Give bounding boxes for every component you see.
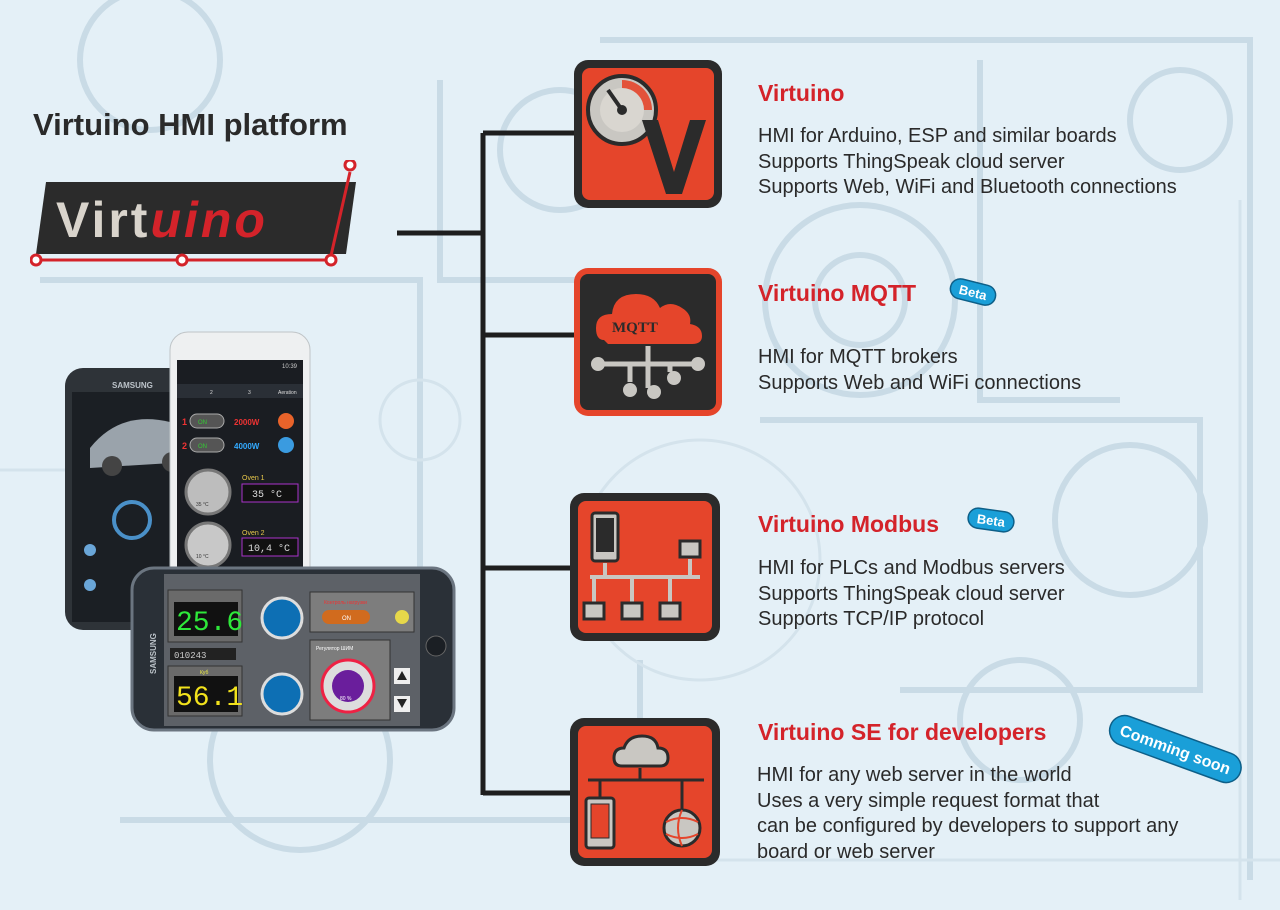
coming-soon-badge: Comming soon xyxy=(1108,714,1242,784)
phone-tab-3: Aeration xyxy=(278,390,297,396)
switch-2-power: 4000W xyxy=(234,442,260,451)
oven-2-dial: 10 °C xyxy=(196,554,209,560)
beta-badge-label: Beta xyxy=(976,511,1007,530)
product-desc-virtuino: HMI for Arduino, ESP and similar boards … xyxy=(758,124,1177,201)
display-1: 25.6 xyxy=(176,608,243,639)
web-server-icon xyxy=(578,726,712,858)
desc-line: HMI for Arduino, ESP and similar boards xyxy=(758,125,1117,147)
product-title-se: Virtuino SE for developers xyxy=(758,719,1047,745)
desc-line: Uses a very simple request format that xyxy=(757,789,1100,812)
beta-badge-label: Beta xyxy=(957,282,989,304)
switch-1-state: ON xyxy=(198,420,207,426)
virtuino-logo: Virtuino xyxy=(30,160,357,267)
pwm-value: 80 % xyxy=(340,696,352,702)
logo-text-part1: Virt xyxy=(56,192,150,248)
oven-2-name: Oven 2 xyxy=(242,530,265,537)
phone-time: 10:39 xyxy=(282,364,298,370)
label-load-control: Контроль нагрузки xyxy=(324,600,367,606)
desc-line: Supports Web, WiFi and Bluetooth connect… xyxy=(758,176,1177,198)
label-pwm: Регулятор ШИМ xyxy=(316,646,353,652)
product-desc-se: HMI for any web server in the world Uses… xyxy=(757,763,1178,865)
product-title-modbus: Virtuino Modbus xyxy=(758,511,940,537)
mqtt-cloud-icon: MQTT xyxy=(580,274,716,410)
switch-1-power: 2000W xyxy=(234,418,260,427)
oven-1-value: 35 °C xyxy=(252,489,282,501)
desc-line: Supports TCP/IP protocol xyxy=(758,608,985,630)
svg-text:MQTT: MQTT xyxy=(612,320,658,336)
desc-line: Supports Web and WiFi connections xyxy=(758,371,1082,394)
desc-line: board or web server xyxy=(757,840,935,863)
beta-badge-modbus: Beta xyxy=(967,507,1015,533)
desc-line: Supports ThingSpeak cloud server xyxy=(758,150,1065,173)
load-switch-state: ON xyxy=(342,616,351,622)
desc-line: HMI for MQTT brokers xyxy=(758,346,958,368)
desc-line: can be configured by developers to suppo… xyxy=(757,815,1179,837)
display-2: 56.1 xyxy=(176,683,243,714)
phone-brand-front: SAMSUNG xyxy=(149,633,158,674)
phone-brand-back: SAMSUNG xyxy=(112,381,153,390)
connector-tree xyxy=(397,130,575,796)
gauge-v-icon xyxy=(582,68,714,200)
product-title-virtuino: Virtuino xyxy=(758,80,845,106)
phones-illustration: SAMSUNG 10:39 2 3 Aeration 1 ON 2000W 2 … xyxy=(65,331,456,732)
modbus-network-icon xyxy=(578,501,712,633)
virtuino-mqtt-tile[interactable]: MQTT xyxy=(574,268,722,416)
oven-1-dial: 35 °C xyxy=(196,502,209,508)
virtuino-modbus-tile[interactable] xyxy=(570,493,720,641)
desc-line: Supports ThingSpeak cloud server xyxy=(758,582,1065,605)
phone-tab-1: 2 xyxy=(210,390,213,396)
product-desc-mqtt: HMI for MQTT brokers Supports Web and Wi… xyxy=(758,345,1081,396)
beta-badge-mqtt: Beta xyxy=(949,278,997,306)
desc-line: HMI for PLCs and Modbus servers xyxy=(758,557,1065,579)
virtuino-tile[interactable] xyxy=(574,60,722,208)
oven-2-value: 10,4 °C xyxy=(248,543,290,555)
switch-2-index: 2 xyxy=(182,441,187,451)
svg-text:Virtuino: Virtuino xyxy=(56,192,268,248)
switch-2-state: ON xyxy=(198,444,207,450)
switch-1-index: 1 xyxy=(182,417,187,427)
phone-tab-2: 3 xyxy=(248,390,251,396)
product-desc-modbus: HMI for PLCs and Modbus servers Supports… xyxy=(758,556,1065,633)
logo-text-part2: uino xyxy=(150,192,268,248)
oven-1-name: Oven 1 xyxy=(242,475,265,482)
counter: 010243 xyxy=(174,651,206,661)
virtuino-se-tile[interactable] xyxy=(570,718,720,866)
desc-line: HMI for any web server in the world xyxy=(757,764,1072,786)
product-title-mqtt: Virtuino MQTT xyxy=(758,280,917,306)
page-title: Virtuino HMI platform xyxy=(33,107,348,142)
label-kub: Куб xyxy=(200,670,208,676)
